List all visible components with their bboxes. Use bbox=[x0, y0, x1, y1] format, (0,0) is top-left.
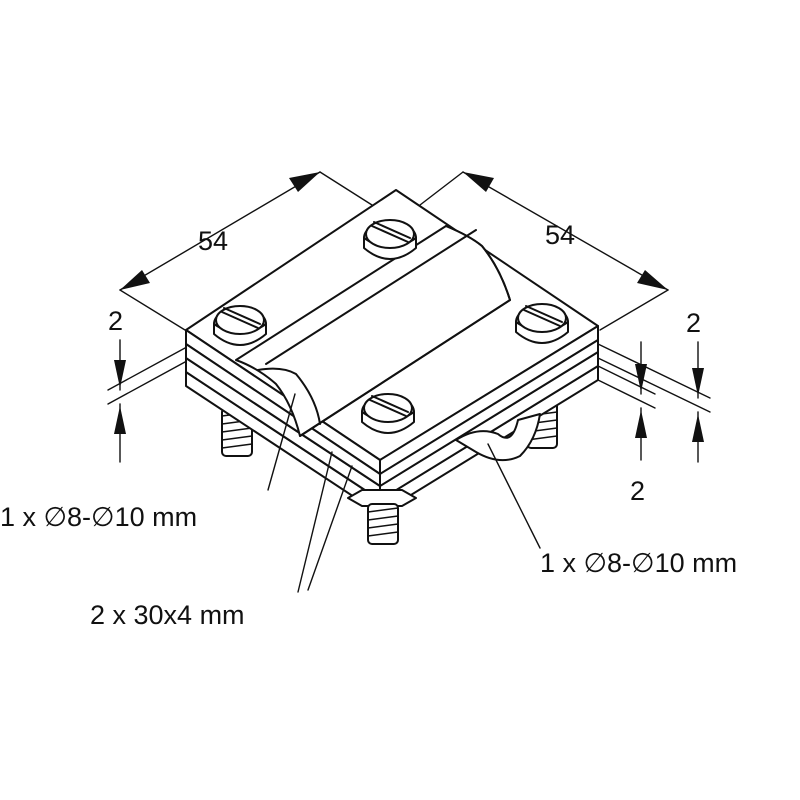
arrow-54-right-b bbox=[637, 270, 668, 290]
callout-round-conductor-right: 1 x ∅8-∅10 mm bbox=[540, 548, 738, 578]
bolt-thread-front bbox=[347, 489, 417, 545]
conductor-saddle bbox=[235, 225, 541, 462]
bolt-head-right bbox=[515, 303, 569, 344]
leader-lines bbox=[267, 393, 541, 593]
bolt-head-left bbox=[213, 305, 267, 346]
dimension-thickness-right-bottom: 2 bbox=[630, 476, 646, 506]
dimension-thickness-left: 2 bbox=[108, 306, 124, 336]
arrow-2-left-top bbox=[114, 360, 126, 388]
arrow-54-left-a bbox=[120, 270, 150, 290]
dimension-width-left: 54 bbox=[198, 226, 229, 256]
arrow-2-right-a-top bbox=[692, 368, 704, 396]
callout-flat-conductor: 2 x 30x4 mm bbox=[90, 600, 245, 630]
arrow-2-right-b-top bbox=[635, 364, 647, 392]
arrow-54-left-b bbox=[289, 172, 320, 192]
arrow-2-left-bottom bbox=[114, 406, 126, 434]
bolt-head-back bbox=[363, 219, 417, 260]
dimension-arrows bbox=[114, 172, 704, 442]
callout-round-conductor-left: 1 x ∅8-∅10 mm bbox=[0, 502, 198, 532]
arrow-54-right-a bbox=[463, 172, 494, 192]
dimension-width-right: 54 bbox=[545, 220, 576, 250]
arrow-2-right-a-bottom bbox=[692, 414, 704, 442]
dimension-thickness-right-top: 2 bbox=[686, 308, 702, 338]
arrow-2-right-b-bottom bbox=[635, 410, 647, 438]
bolt-head-front bbox=[361, 393, 415, 434]
